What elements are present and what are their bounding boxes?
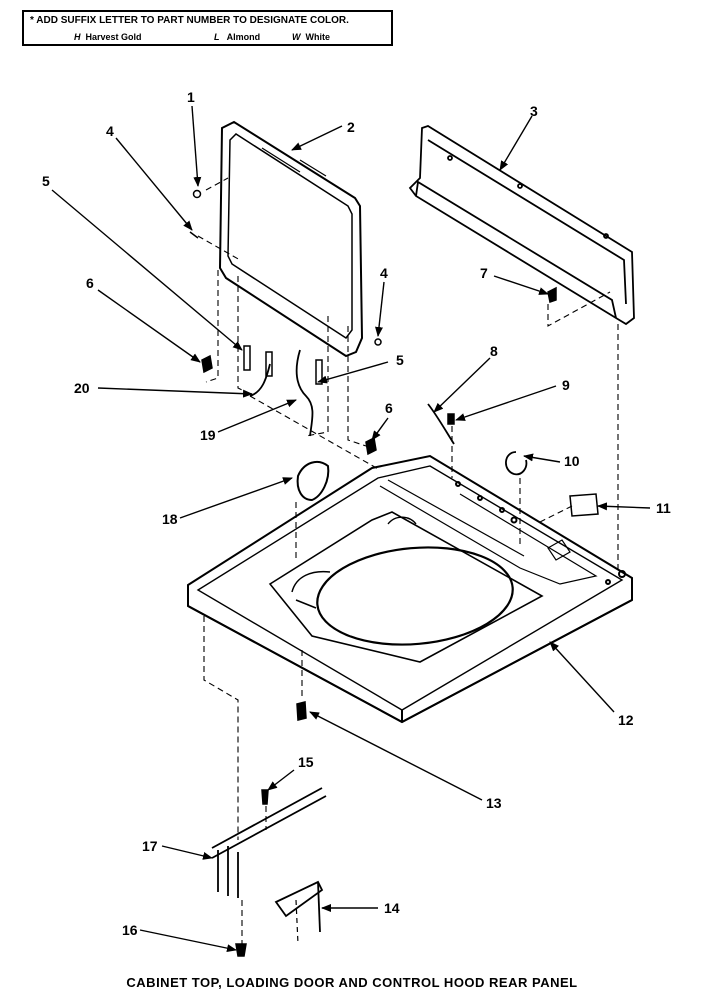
color-almond: L Almond [214, 32, 261, 42]
leader-10 [523, 453, 561, 463]
color-harvest-gold: H Harvest Gold [74, 32, 142, 42]
callout-labels: 1 2 3 4 4 5 5 6 6 7 8 9 10 11 12 13 14 1… [42, 89, 671, 938]
leader-6b [371, 417, 389, 441]
callout-1: 1 [187, 89, 195, 105]
control-hood-rear-panel [408, 125, 635, 326]
callout-4a: 4 [106, 123, 114, 139]
callout-20: 20 [74, 380, 90, 396]
bracket-and-rails [211, 787, 327, 945]
callout-18: 18 [162, 511, 178, 527]
leader-lines [51, 105, 651, 953]
callout-16: 16 [122, 922, 138, 938]
callout-2: 2 [347, 119, 355, 135]
note-heading: * ADD SUFFIX LETTER TO PART NUMBER TO DE… [30, 15, 349, 26]
callout-6b: 6 [385, 400, 393, 416]
callout-8: 8 [490, 343, 498, 359]
callout-15: 15 [298, 754, 314, 770]
leader-2 [291, 125, 343, 151]
loading-door-frame [218, 120, 364, 358]
leader-1 [191, 105, 202, 187]
callout-14: 14 [384, 900, 400, 916]
callout-4b: 4 [380, 265, 388, 281]
callout-6a: 6 [86, 275, 94, 291]
leader-3 [499, 115, 533, 171]
leader-13 [309, 711, 483, 801]
callout-13: 13 [486, 795, 502, 811]
callout-3: 3 [530, 103, 538, 119]
assembly-guide-lines [197, 177, 619, 944]
leader-19 [217, 399, 297, 433]
callout-7: 7 [480, 265, 488, 281]
leader-7 [493, 275, 549, 295]
color-white: W White [292, 32, 331, 42]
hardware-parts [189, 189, 599, 957]
leader-8 [433, 357, 491, 413]
leader-20 [97, 387, 253, 398]
callout-17: 17 [142, 838, 158, 854]
leader-6a [97, 289, 201, 363]
leader-4b [375, 281, 385, 337]
callout-5b: 5 [396, 352, 404, 368]
callout-5a: 5 [42, 173, 50, 189]
callout-11: 11 [656, 500, 671, 516]
cabinet-top [187, 454, 633, 724]
leader-5a [51, 189, 243, 351]
leader-17 [161, 845, 213, 860]
leader-5b [317, 361, 389, 384]
callout-10: 10 [564, 453, 580, 469]
leader-11 [597, 502, 651, 511]
callout-12: 12 [618, 712, 634, 728]
leader-15 [267, 769, 295, 791]
leader-4a [115, 137, 193, 231]
leader-12 [549, 641, 615, 713]
leader-18 [179, 477, 293, 519]
callout-9: 9 [562, 377, 570, 393]
callout-19: 19 [200, 427, 216, 443]
diagram-caption: CABINET TOP, LOADING DOOR AND CONTROL HO… [126, 975, 578, 990]
leader-16 [139, 929, 237, 953]
color-suffix-note: * ADD SUFFIX LETTER TO PART NUMBER TO DE… [22, 10, 393, 46]
leader-9 [455, 385, 557, 421]
